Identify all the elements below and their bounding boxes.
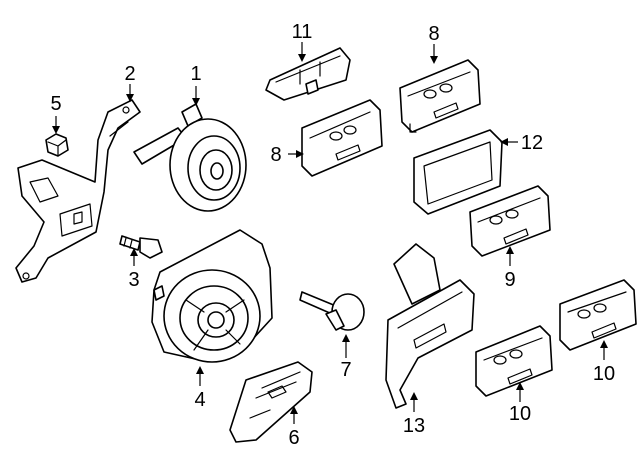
part-module-box <box>413 129 503 215</box>
part-control-unit-right <box>399 59 481 133</box>
callout-5: 5 <box>50 93 61 115</box>
leader-lines <box>52 42 608 424</box>
part-key-fob <box>229 361 313 443</box>
callout-11: 11 <box>292 21 313 43</box>
part-siren <box>151 229 273 363</box>
callout-3: 3 <box>128 269 139 291</box>
part-bracket-module <box>385 243 475 409</box>
callout-9: 9 <box>504 269 515 291</box>
callout-7: 7 <box>340 359 351 381</box>
callout-10-left: 10 <box>509 403 531 425</box>
callout-13: 13 <box>403 415 425 437</box>
part-control-unit-10-left <box>475 325 553 397</box>
part-nut <box>45 133 69 157</box>
callout-8-right: 8 <box>428 23 439 45</box>
part-horn <box>133 103 247 212</box>
callout-labels: 1 2 3 4 5 6 7 8 8 9 10 10 11 12 13 <box>50 21 615 449</box>
part-antenna <box>299 291 365 331</box>
part-control-unit-9 <box>469 185 551 257</box>
callout-2: 2 <box>124 63 135 85</box>
callout-6: 6 <box>288 427 299 449</box>
part-relay-module <box>265 47 351 101</box>
part-control-unit-left <box>301 99 383 177</box>
part-control-unit-10-right <box>559 279 637 351</box>
part-bracket <box>15 99 141 283</box>
callout-8-left: 8 <box>270 144 281 166</box>
callout-10-right: 10 <box>593 363 615 385</box>
callout-1: 1 <box>190 63 201 85</box>
callout-12: 12 <box>521 132 543 154</box>
callout-4: 4 <box>194 389 205 411</box>
part-bolt <box>119 235 163 259</box>
